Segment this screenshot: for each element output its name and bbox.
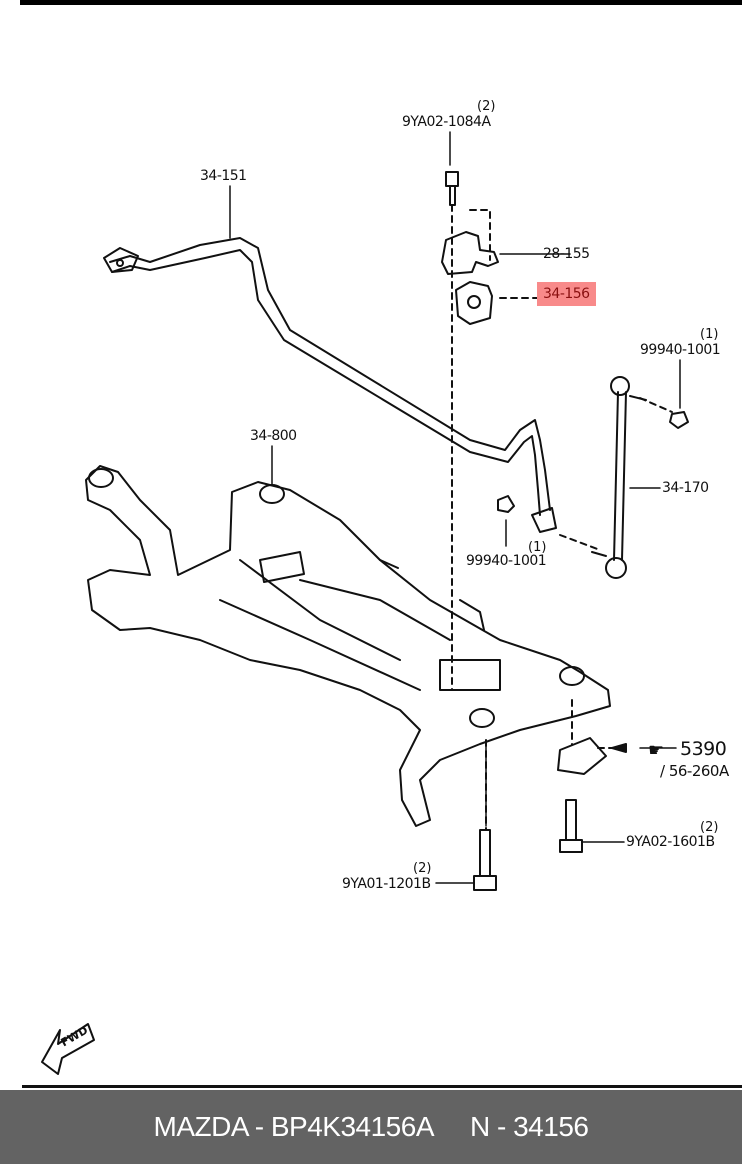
reference-sub[interactable]: / 56-260A [660, 762, 729, 780]
part-label-p3[interactable]: 28-155 [543, 246, 590, 262]
fwd-arrow-outline [41, 1023, 95, 1075]
part-label-p7[interactable]: 34-170 [662, 480, 709, 496]
stabilizer-end-right [531, 507, 557, 533]
part-label-p4-highlighted[interactable]: 34-156 [537, 282, 596, 306]
part-qty-p9: (2) [700, 820, 719, 835]
stabilizer-end-left [103, 247, 139, 273]
bushing-34-156 [455, 281, 493, 325]
top-border [20, 0, 742, 5]
part-label-p6[interactable]: 34-800 [250, 428, 297, 444]
bracket-5390 [557, 737, 607, 775]
part-label-p1[interactable]: 9YA02-1084A [402, 114, 491, 130]
stabilizer-link [613, 391, 627, 561]
parts-diagram: (2) 9YA02-1084A 34-151 28-155 34-156 (1)… [41, 99, 729, 1075]
part-label-p8[interactable]: 99940-1001 [466, 553, 547, 569]
part-label-p5[interactable]: 99940-1001 [640, 342, 721, 358]
part-qty-p1: (2) [477, 99, 496, 114]
bracket-28-155 [441, 231, 499, 275]
nut-left [497, 495, 515, 513]
nut-right [669, 411, 689, 429]
footer-bar: MAZDA - BP4K34156A N - 34156 [0, 1090, 742, 1164]
mount-bushing-left [88, 468, 114, 488]
bolt-top [445, 171, 459, 206]
reference-main[interactable]: 5390 [680, 738, 727, 760]
part-label-p9[interactable]: 9YA02-1601B [626, 834, 715, 850]
mount-bushing-right [559, 666, 585, 686]
part-qty-p10: (2) [413, 861, 432, 876]
part-qty-p8: (1) [528, 540, 547, 555]
footer-brand-part: MAZDA - BP4K34156A [153, 1111, 435, 1142]
mount-bushing-front [469, 708, 495, 728]
stabilizer-bar [109, 237, 551, 511]
diagram-drawing [41, 131, 689, 1075]
bottom-border [22, 1085, 742, 1088]
pointing-hand-icon: ☛ [648, 740, 665, 760]
part-label-p10[interactable]: 9YA01-1201B [342, 876, 431, 892]
part-label-p2[interactable]: 34-151 [200, 168, 247, 184]
part-qty-p5: (1) [700, 327, 719, 342]
footer-catalog-ref: N - 34156 [470, 1111, 589, 1142]
mount-bushing-rear [259, 484, 285, 504]
crossmember [85, 465, 611, 827]
bolt-bottom-right [559, 799, 583, 853]
bolt-bottom-left [473, 829, 497, 891]
